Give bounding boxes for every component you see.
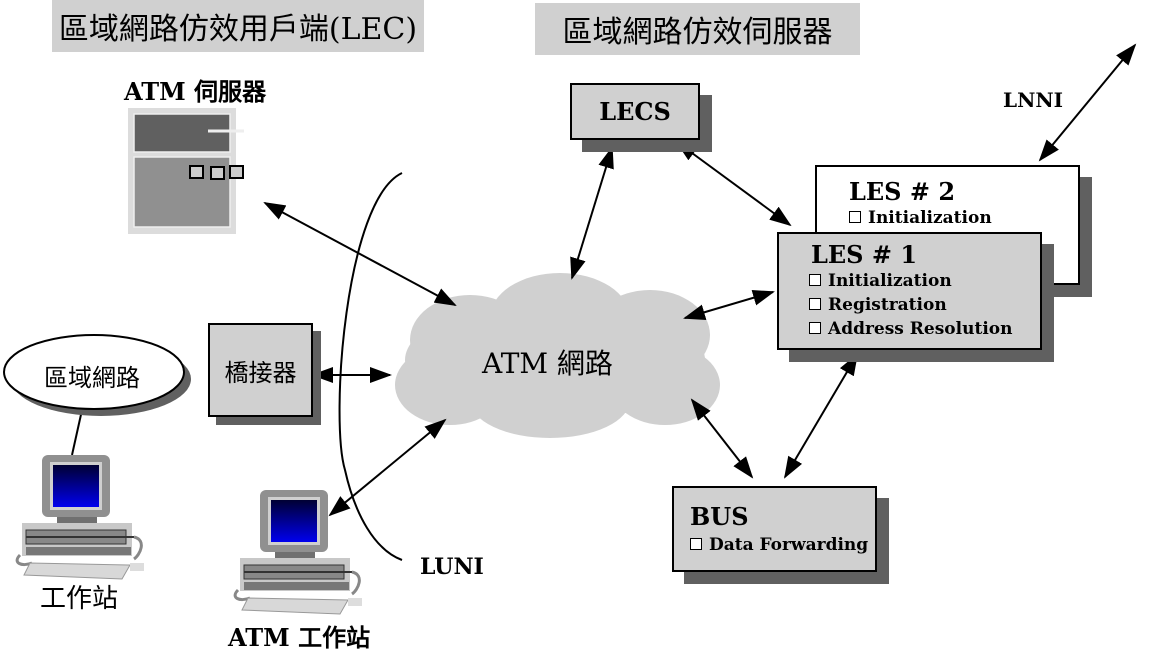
checkbox-icon [849, 211, 861, 223]
les2-label: LES # 2 [849, 177, 956, 206]
bridge-box: 橋接器 [208, 323, 313, 417]
luni-boundary-curve [338, 172, 403, 561]
bus-box: BUS Data Forwarding [672, 486, 877, 572]
atm-server-label: ATM 伺服器 [124, 77, 267, 106]
les1-item-label: Address Resolution [828, 319, 1013, 339]
atm-server-icon [128, 108, 244, 234]
arrow-cloud-les1 [683, 289, 775, 321]
les1-item: Registration [809, 293, 1040, 317]
checkbox-icon [809, 274, 821, 286]
les-server-title: 區域網路仿效伺服器 [535, 3, 860, 55]
les1-item-label: Registration [828, 295, 947, 315]
lan-label: 區域網路 [44, 364, 140, 392]
les1-item: Address Resolution [809, 317, 1040, 341]
bus-item: Data Forwarding [690, 533, 875, 557]
bus-label: BUS [690, 502, 749, 531]
atm-network-label: ATM 網路 [482, 347, 613, 380]
les1-item: Initialization [809, 269, 1040, 293]
arrow-server-cloud [263, 202, 457, 306]
les1-item-label: Initialization [828, 271, 952, 291]
workstation-label: 工作站 [40, 584, 119, 614]
lnni-label: LNNI [1003, 88, 1063, 112]
checkbox-icon [690, 538, 702, 550]
checkbox-icon [809, 322, 821, 334]
lec-title: 區域網路仿效用戶端(LEC) [52, 0, 424, 52]
bridge-label: 橋接器 [224, 358, 297, 387]
lan-ellipse [3, 334, 185, 410]
lecs-box: LECS [570, 83, 700, 140]
atm-workstation-label: ATM 工作站 [228, 623, 371, 652]
lan-link-line [71, 409, 83, 456]
luni-label: LUNI [420, 554, 484, 580]
bus-item-label: Data Forwarding [709, 535, 869, 555]
les1-box: LES # 1 Initialization Registration Addr… [777, 232, 1042, 350]
arrow-lecs-cloud [570, 146, 614, 280]
workstation-icon [15, 453, 146, 581]
arrow-cloud-bus [690, 398, 754, 479]
atm-network-cloud [395, 273, 720, 438]
arrow-lecs-les [675, 140, 792, 227]
atm-workstation-icon [233, 488, 364, 616]
lecs-label: LECS [599, 97, 671, 126]
arrow-lnni [1038, 43, 1137, 162]
arrow-workstation-cloud [328, 418, 447, 517]
checkbox-icon [809, 298, 821, 310]
les2-item-label: Initialization [868, 208, 992, 228]
les2-item: Initialization [849, 206, 1078, 230]
arrow-bus-les1 [783, 353, 859, 479]
les1-label: LES # 1 [811, 240, 918, 269]
